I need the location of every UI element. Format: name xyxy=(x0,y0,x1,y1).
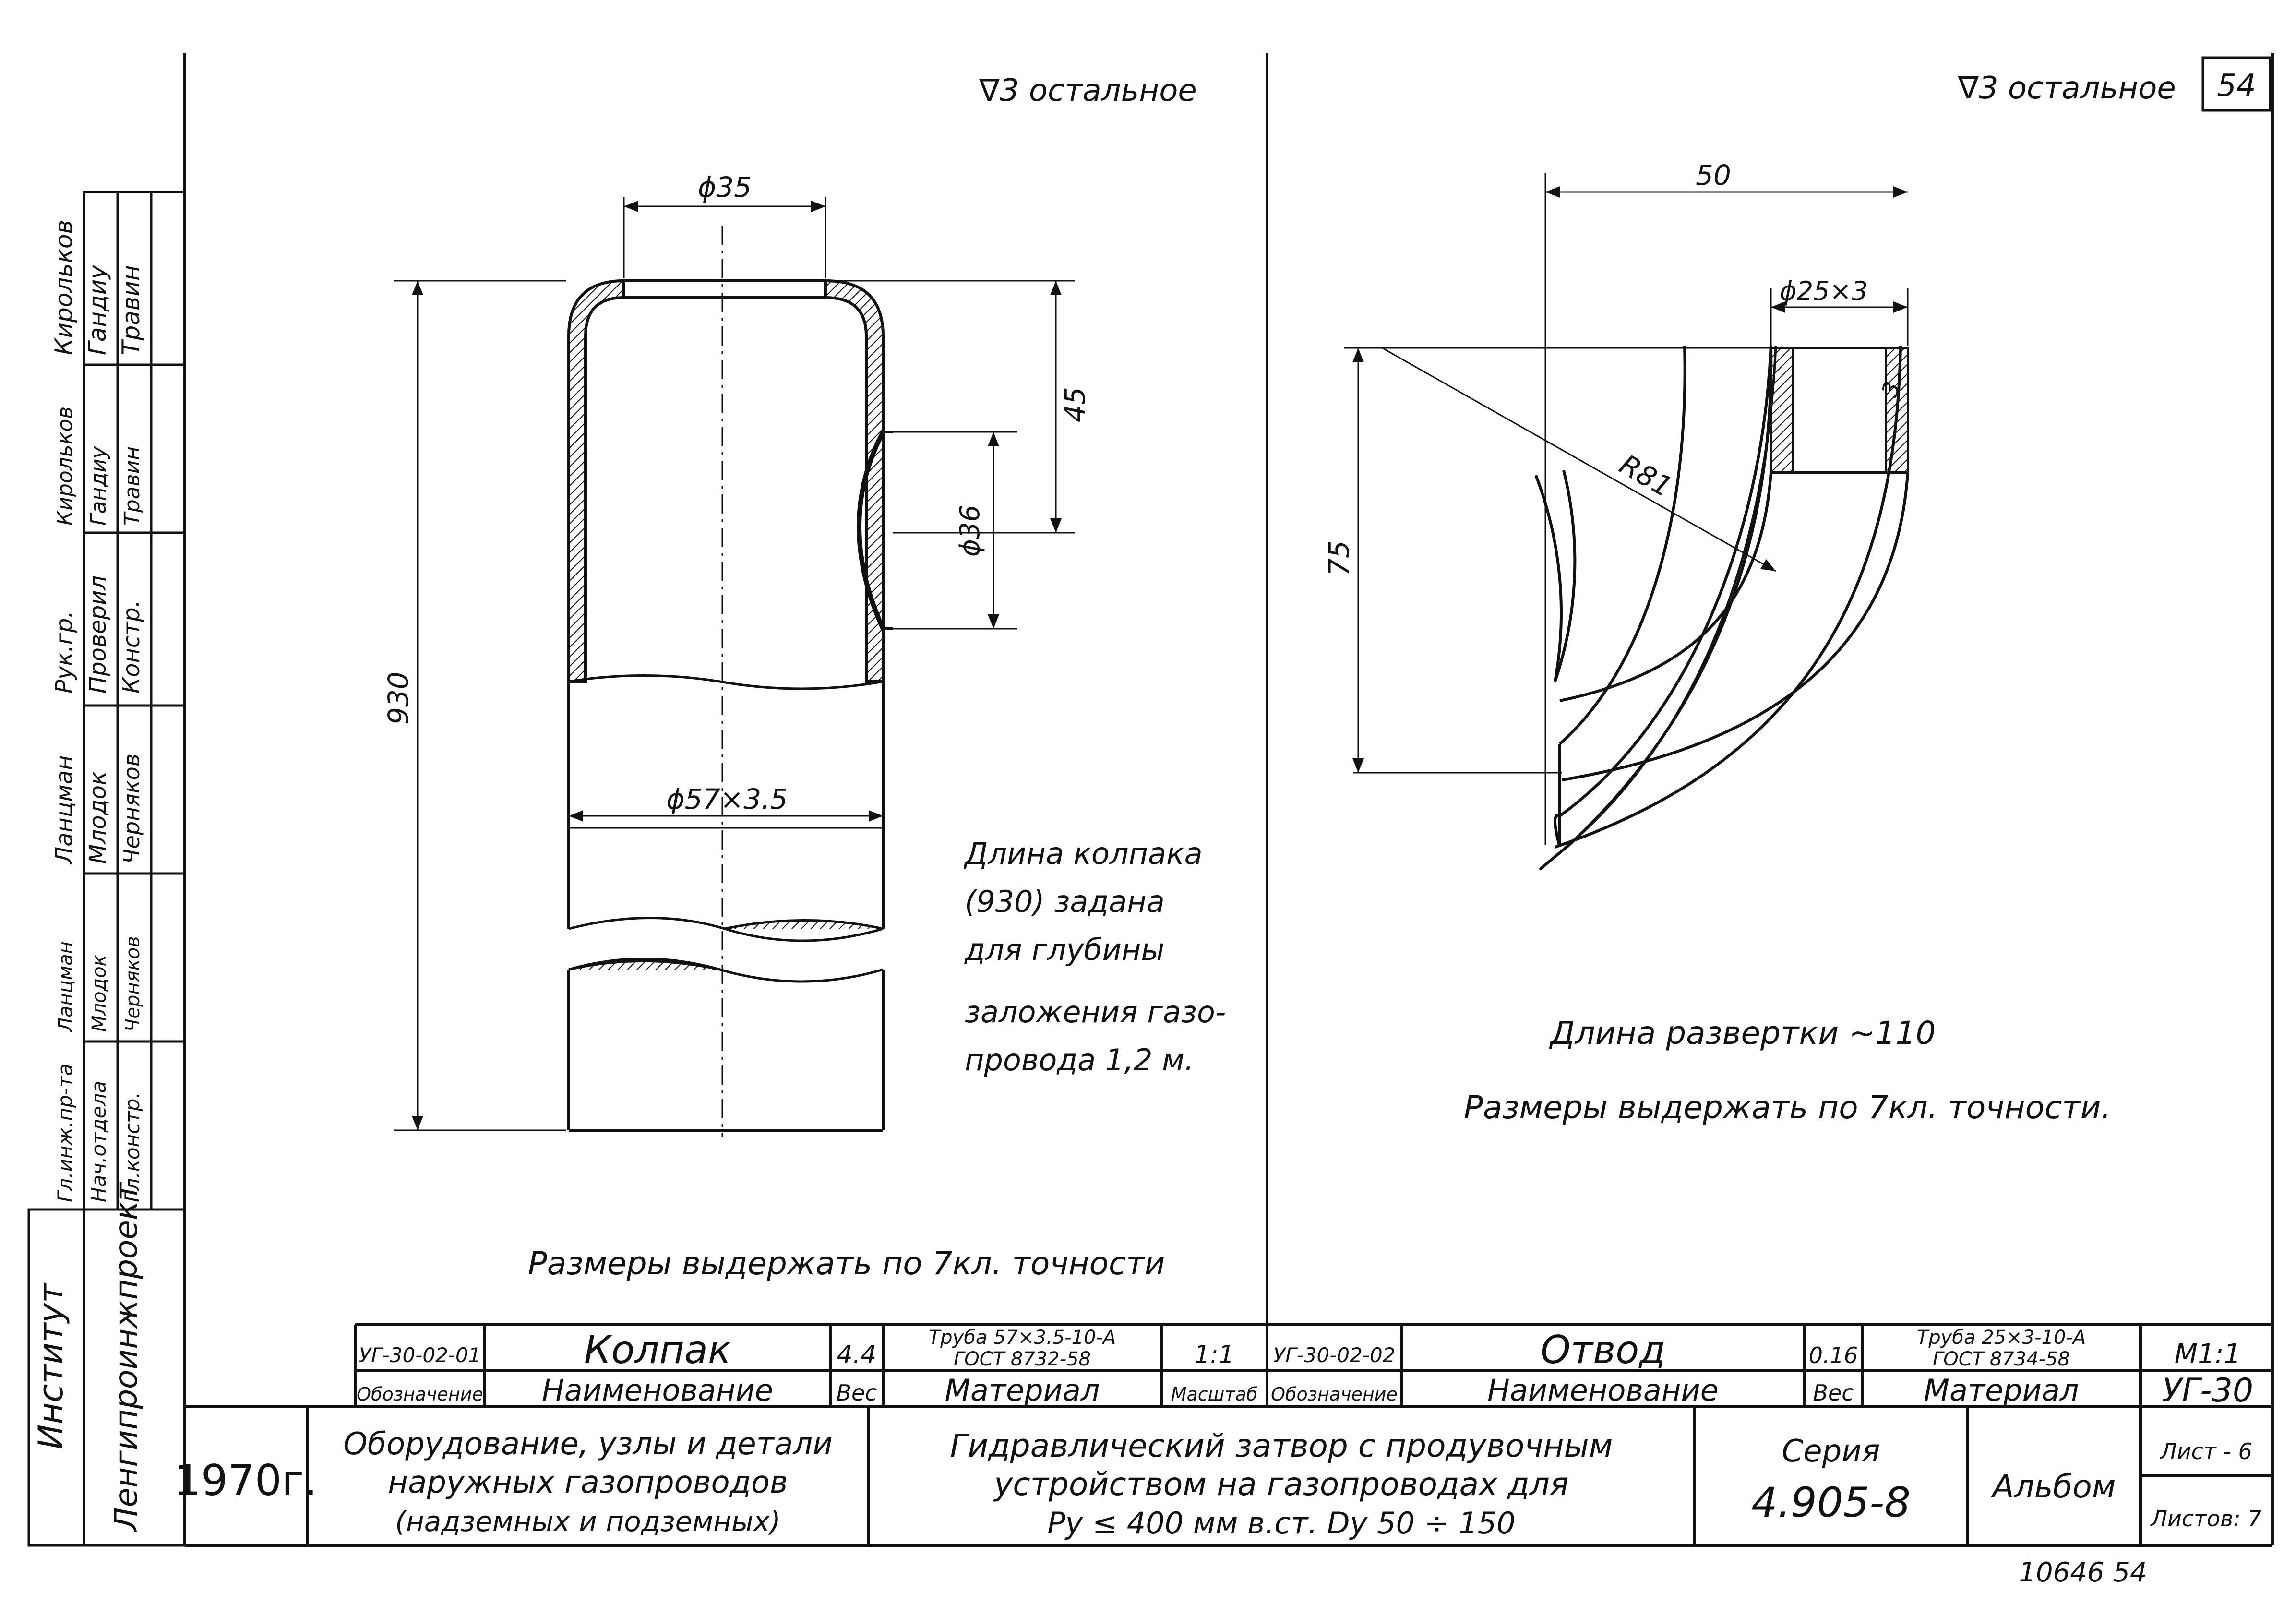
side-stamp xyxy=(27,191,186,1547)
elbow-tolerance-note: Размеры выдержать по 7кл. точности. xyxy=(1464,1089,2111,1126)
side-signature-1: Кирольков xyxy=(53,407,77,526)
title-block-lines xyxy=(306,1406,2272,1545)
side-name-5: Млодок xyxy=(84,771,111,864)
side-stamp-text: Кирольков Гандиу Травин Кирольков Гандиу… xyxy=(31,220,145,1532)
album-label: Альбом xyxy=(1990,1468,2116,1505)
dim-height-45: 45 xyxy=(1059,387,1091,422)
cap-tolerance-note: Размеры выдержать по 7кл. точности xyxy=(528,1245,1165,1282)
left-material-2: ГОСТ 8732-58 xyxy=(954,1348,1091,1370)
left-weight: 4.4 xyxy=(837,1341,877,1369)
header-designation-right: Обозначение xyxy=(1271,1384,1398,1405)
cap-note-line-5: провода 1,2 м. xyxy=(965,1042,1194,1077)
header-name-left: Наименование xyxy=(542,1373,773,1408)
elbow-unfold-length: Длина развертки ~110 xyxy=(1549,1015,1936,1052)
cap-dimensions: ϕ35 45 ϕ36 930 ϕ57×3.5 xyxy=(382,171,1091,815)
cap-note-line-3: для глубины xyxy=(964,932,1164,967)
right-scale: М1:1 xyxy=(2175,1339,2241,1370)
header-scale: Масштаб xyxy=(1171,1384,1258,1405)
dim-top-diameter: ϕ35 xyxy=(698,171,752,203)
parts-table-lines xyxy=(354,1323,2272,1406)
sheets-label: Листов: 7 xyxy=(2150,1506,2261,1532)
title-line-1: Гидравлический затвор с продувочным xyxy=(950,1427,1613,1464)
stamp-number: 10646 54 xyxy=(2019,1557,2147,1588)
dim-height-75: 75 xyxy=(1323,540,1355,576)
side-signature-3: Травин xyxy=(120,446,144,526)
right-designation: УГ-30-02-02 xyxy=(1273,1343,1396,1367)
side-signature-6: Черняков xyxy=(122,936,144,1032)
side-name-1: Кирольков xyxy=(50,220,78,355)
subject-line-3: (надземных и подземных) xyxy=(395,1505,781,1538)
year: 1970г. xyxy=(174,1456,317,1505)
side-role-3: Гл.констр. xyxy=(120,1092,144,1202)
drawing-code: УГ-30 xyxy=(2162,1372,2253,1410)
right-name: Отвод xyxy=(1541,1328,1666,1372)
side-role-4: Рук.гр. xyxy=(51,610,78,694)
sheet-label: Лист - 6 xyxy=(2159,1438,2252,1464)
cap-drawing xyxy=(394,197,1075,1137)
subject-line-2: наружных газопроводов xyxy=(388,1465,788,1500)
side-name-4: Ланцман xyxy=(51,755,78,865)
header-material-right: Материал xyxy=(1924,1373,2079,1408)
elbow-drawing xyxy=(1344,173,1909,870)
page-number: 54 xyxy=(2217,68,2256,104)
surface-finish-right: ∇3 остальное xyxy=(1958,71,2176,106)
elbow-dimensions: 50 ϕ25×3 R81 75 3 xyxy=(1323,159,1905,576)
institute-name: Ленгипроинжпроект xyxy=(108,1181,144,1532)
side-role-2: Нач.отдела xyxy=(87,1081,110,1202)
header-weight-right: Вес xyxy=(1813,1380,1854,1406)
cap-note: Длина колпака (930) задана для глубины з… xyxy=(963,836,1226,1077)
right-weight: 0.16 xyxy=(1809,1342,1858,1368)
page-number-box: 54 xyxy=(2201,56,2272,112)
cap-note-line-1: Длина колпака xyxy=(963,836,1203,871)
left-name: Колпак xyxy=(584,1328,731,1372)
dim-width-50: 50 xyxy=(1696,159,1731,192)
side-role-5: Проверил xyxy=(84,575,111,694)
header-name-right: Наименование xyxy=(1487,1373,1719,1408)
right-material-2: ГОСТ 8734-58 xyxy=(1933,1348,2070,1370)
subject-line-1: Оборудование, узлы и детали xyxy=(343,1426,833,1462)
sheet-frame xyxy=(183,53,2274,1547)
title-line-2: устройством на газопроводах для xyxy=(993,1466,1568,1503)
side-role-1: Гл.инж.пр-та xyxy=(53,1064,77,1202)
side-name-3: Травин xyxy=(117,265,145,355)
right-material-1: Труба 25×3-10-А xyxy=(1917,1327,2086,1349)
title-block: 1970г. Оборудование, узлы и детали наруж… xyxy=(174,1426,2262,1541)
side-name-6: Черняков xyxy=(119,754,144,864)
surface-finish-left: ∇3 остальное xyxy=(979,73,1197,108)
cap-note-line-4: заложения газо- xyxy=(965,994,1226,1029)
left-scale: 1:1 xyxy=(1194,1341,1234,1369)
left-designation: УГ-30-02-01 xyxy=(359,1343,481,1367)
side-signature-5: Млодок xyxy=(88,955,110,1032)
cap-note-line-2: (930) задана xyxy=(965,884,1165,919)
side-name-2: Гандиу xyxy=(84,264,111,355)
side-role-6: Констр. xyxy=(118,600,145,694)
header-designation-left: Обозначение xyxy=(357,1384,483,1405)
parts-table: УГ-30-02-01 Колпак 4.4 Труба 57×3.5-10-А… xyxy=(357,1327,2253,1410)
series-number: 4.905-8 xyxy=(1751,1479,1911,1527)
dim-branch-diameter: ϕ36 xyxy=(955,505,986,557)
title-line-3: Pу ≤ 400 мм в.ст. Dу 50 ÷ 150 xyxy=(1047,1506,1515,1541)
side-signature-4: Ланцман xyxy=(55,941,77,1033)
dim-radius: R81 xyxy=(1614,448,1678,503)
dim-pipe-25: ϕ25×3 xyxy=(1780,276,1868,306)
series-label: Серия xyxy=(1782,1434,1880,1469)
side-signature-2: Гандиу xyxy=(86,446,111,526)
dim-pipe-57: ϕ57×3.5 xyxy=(667,783,788,815)
dim-total-length: 930 xyxy=(382,671,415,725)
institute-label: Институт xyxy=(31,1282,71,1449)
header-weight-left: Вес xyxy=(836,1380,877,1406)
header-material-left: Материал xyxy=(945,1373,1100,1408)
left-material-1: Труба 57×3.5-10-А xyxy=(929,1327,1116,1349)
